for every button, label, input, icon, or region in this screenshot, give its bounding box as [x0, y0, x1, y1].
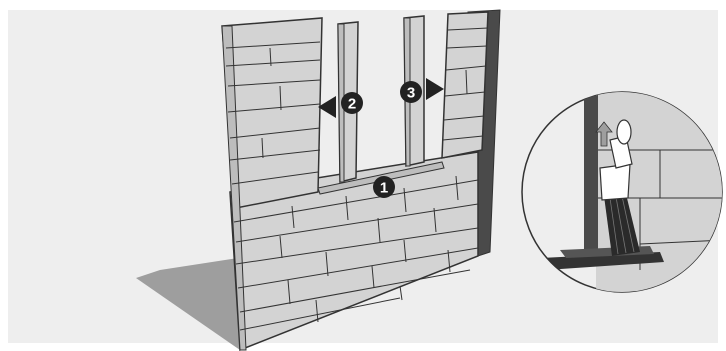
- step-badge-1-label: 1: [380, 180, 388, 197]
- step-badge-2-label: 2: [348, 96, 356, 113]
- step-badge-3-label: 3: [407, 85, 415, 102]
- wall-shadow: [136, 258, 240, 350]
- arrow-right-icon: [426, 78, 444, 100]
- step-badge-2: 2: [341, 92, 363, 114]
- detail-inset: [522, 80, 726, 300]
- step-badge-1: 1: [373, 176, 395, 198]
- step-badge-3: 3: [400, 81, 422, 103]
